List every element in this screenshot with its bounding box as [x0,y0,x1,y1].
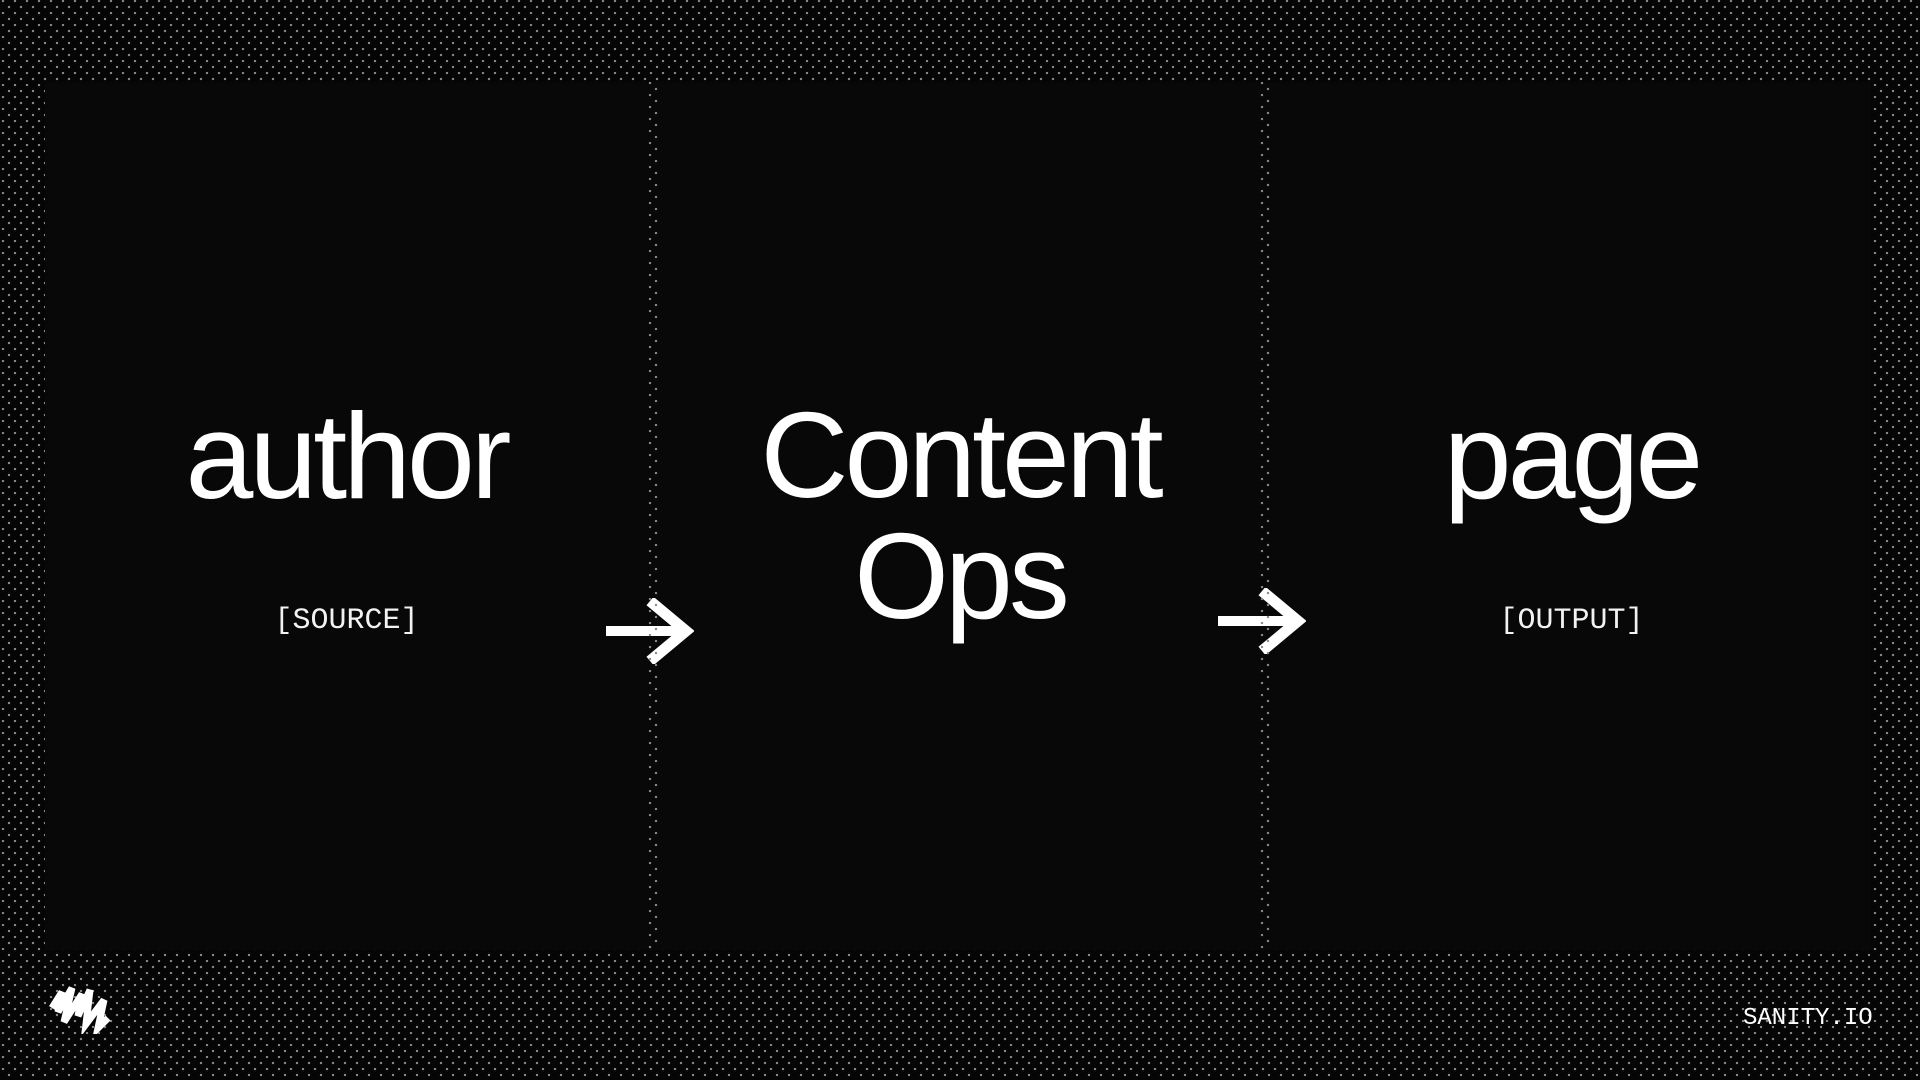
column-source: author [SOURCE] [45,82,648,950]
output-title: page [1443,388,1703,524]
content-ops-title-line-2: Ops [854,508,1070,644]
content-ops-title-line-1: Content [760,387,1163,523]
arrow-right-icon [606,598,694,664]
sanity-logo-icon [49,986,111,1034]
content-ops-title: Content Ops [660,387,1260,644]
output-label: [OUTPUT] [1499,604,1644,638]
column-content-ops: Content Ops [660,82,1260,950]
arrow-right-icon [1218,588,1306,654]
column-divider [1259,82,1271,950]
brand-text: SANITY.IO [1743,1005,1873,1032]
column-output: page [OUTPUT] [1272,82,1871,950]
source-title: author [185,388,512,524]
source-label: [SOURCE] [274,604,419,638]
diagram-panel: author [SOURCE] Content Ops page [OUTPUT… [45,82,1871,950]
column-divider [647,82,659,950]
